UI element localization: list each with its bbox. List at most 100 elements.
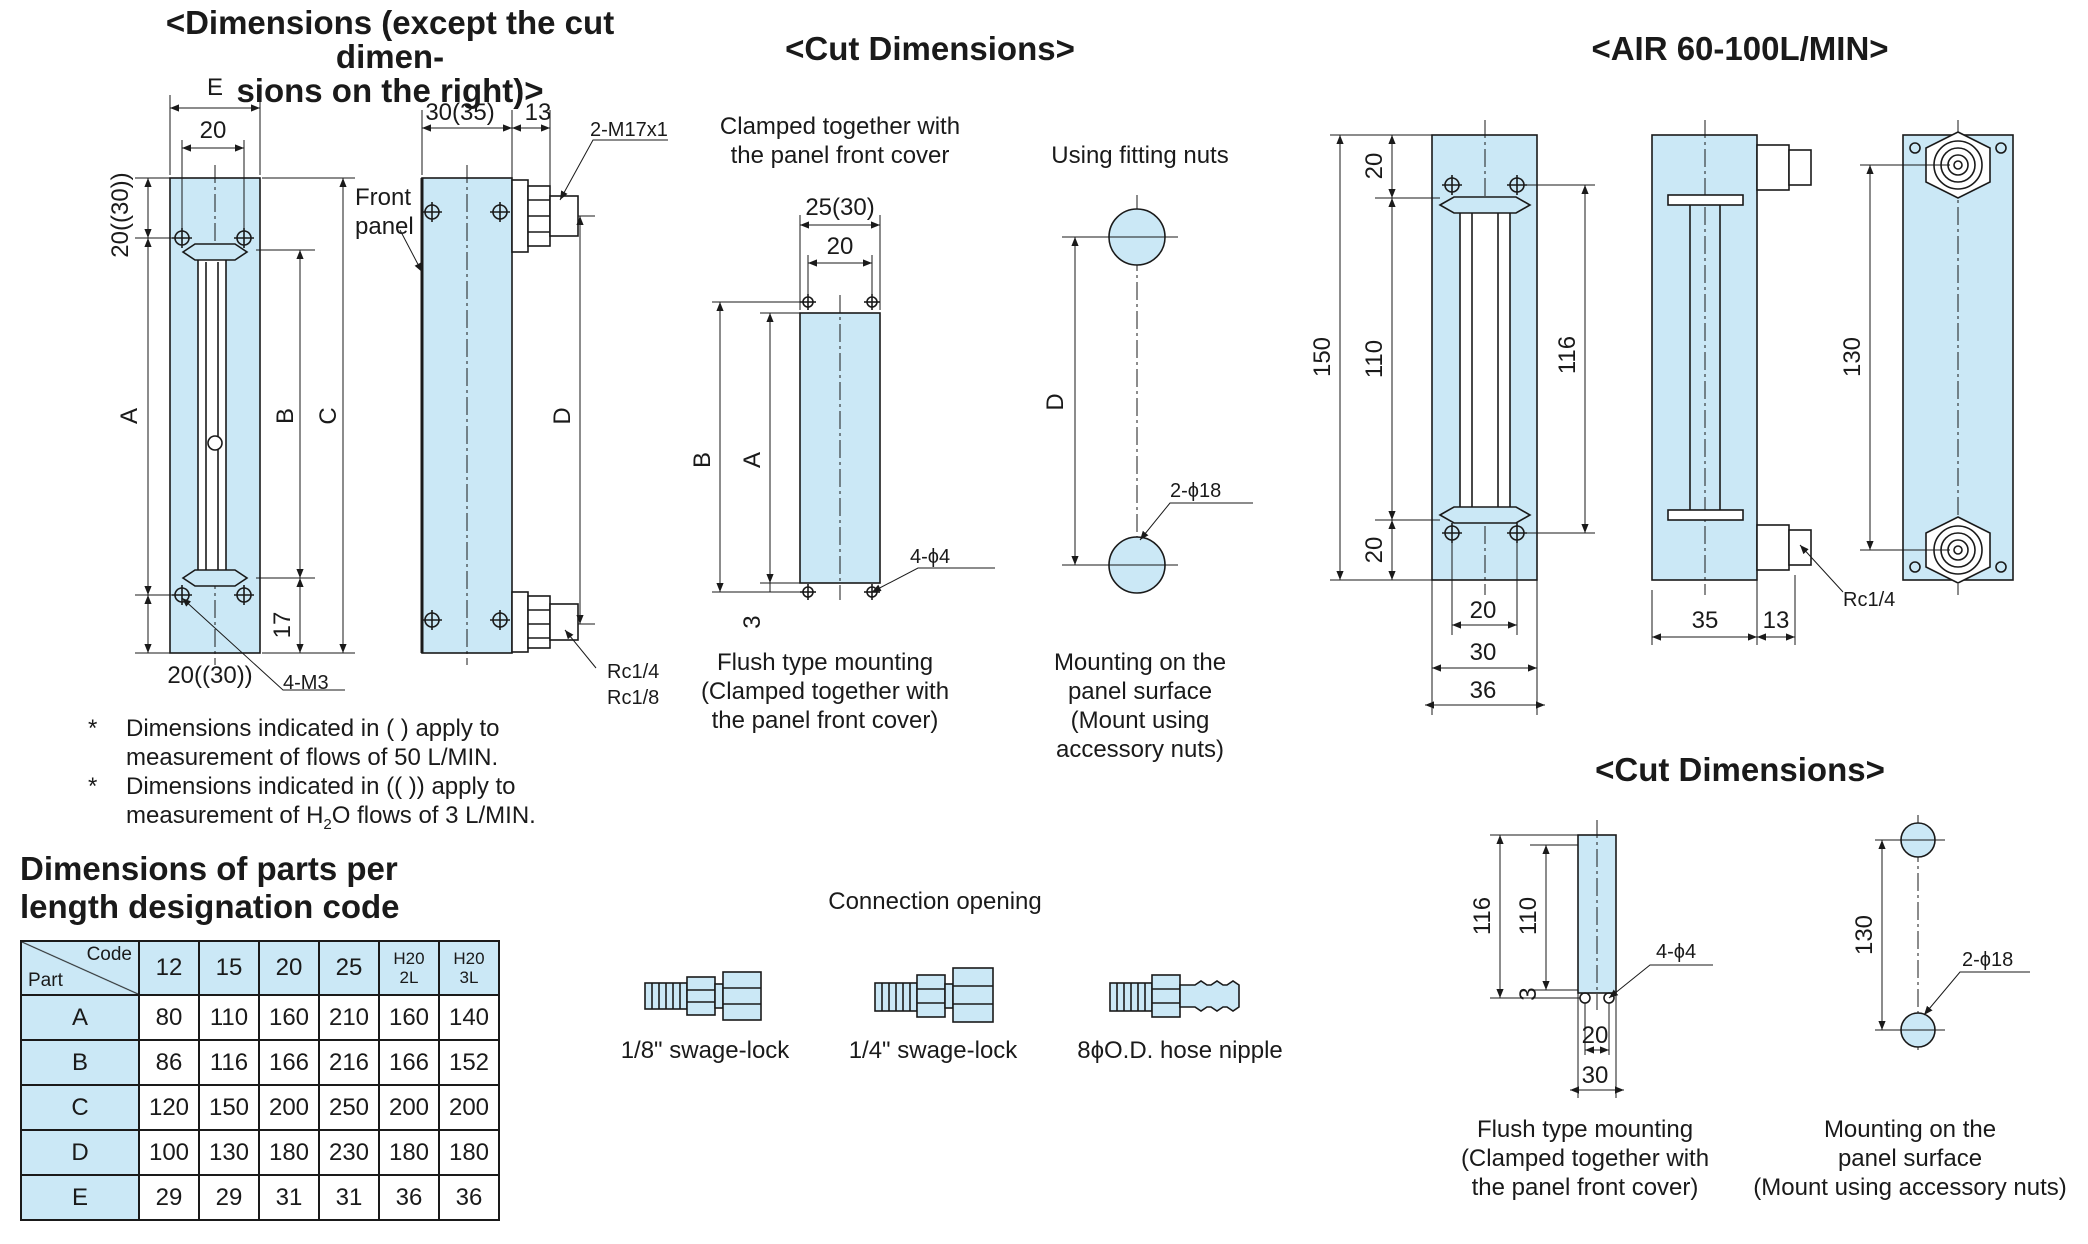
right-cut-label-116: 116 bbox=[1469, 897, 1496, 935]
front-panel-label-1: Front bbox=[355, 184, 411, 211]
caption-flush-mounting: Flush type mounting (Clamped together wi… bbox=[700, 649, 950, 734]
air-dim-label-20-width: 20 bbox=[1470, 597, 1497, 624]
table-cell: 166 bbox=[378, 1039, 440, 1086]
front-panel-label-2: panel bbox=[355, 213, 414, 240]
dim-label-17: 17 bbox=[269, 612, 296, 639]
table-row: A 80 110 160 210 160 140 bbox=[20, 994, 500, 1041]
table-cell: 200 bbox=[378, 1084, 440, 1131]
cut-dimensions-right-title: <Cut Dimensions> bbox=[1595, 751, 1885, 788]
table-cell: 230 bbox=[318, 1129, 380, 1176]
table-cell: 180 bbox=[258, 1129, 320, 1176]
air-dim-label-rc14: Rc1/4 bbox=[1843, 589, 1895, 611]
dim-label-b: B bbox=[272, 408, 299, 424]
right-cut-label-2-phi18: 2-ϕ18 bbox=[1962, 949, 2013, 971]
air-dim-label-35: 35 bbox=[1692, 607, 1719, 634]
table-cell: 166 bbox=[258, 1039, 320, 1086]
table-cell: 150 bbox=[198, 1084, 260, 1131]
air-dim-label-110: 110 bbox=[1361, 340, 1388, 378]
table-row-header: D bbox=[20, 1129, 140, 1176]
table-cell: 31 bbox=[258, 1174, 320, 1221]
dim-label-30-35: 30(35) bbox=[425, 99, 494, 126]
swage-lock-18-fitting bbox=[644, 971, 762, 1021]
air-dim-label-116: 116 bbox=[1554, 336, 1581, 374]
caption-swage-18: 1/8" swage-lock bbox=[620, 1037, 790, 1064]
right-cut-label-110: 110 bbox=[1515, 897, 1542, 935]
table-header-cell: 12 bbox=[138, 940, 200, 996]
cut-dim-label-b: B bbox=[689, 452, 716, 468]
caption-surface-mounting: Mounting on the panel surface (Mount usi… bbox=[1053, 649, 1227, 763]
caption-swage-14: 1/4" swage-lock bbox=[848, 1037, 1018, 1064]
dim-label-4-m3: 4-M3 bbox=[283, 672, 329, 694]
table-row-header: B bbox=[20, 1039, 140, 1086]
dim-label-13: 13 bbox=[525, 99, 552, 126]
table-cell: 110 bbox=[198, 994, 260, 1041]
cut-dimensions-title: <Cut Dimensions> bbox=[785, 30, 1075, 67]
caption-flush-mounting-right: Flush type mounting (Clamped together wi… bbox=[1460, 1116, 1710, 1201]
table-cell: 160 bbox=[378, 994, 440, 1041]
cut-dim-label-d: D bbox=[1042, 393, 1069, 410]
right-cut-label-130: 130 bbox=[1851, 915, 1878, 955]
table-cell: 130 bbox=[198, 1129, 260, 1176]
table-cell: 31 bbox=[318, 1174, 380, 1221]
parts-table-heading: Dimensions of parts per length designati… bbox=[20, 850, 400, 925]
table-cell: 36 bbox=[438, 1174, 500, 1221]
table-header-cell: 20 bbox=[258, 940, 320, 996]
note-1: Dimensions indicated in ( ) apply to mea… bbox=[126, 715, 500, 771]
table-row: D 100 130 180 230 180 180 bbox=[20, 1129, 500, 1176]
table-cell: 140 bbox=[438, 994, 500, 1041]
cut-dim-label-4-phi4: 4-ϕ4 bbox=[910, 546, 950, 568]
dim-label-e: E bbox=[207, 74, 223, 101]
table-cell: 29 bbox=[138, 1174, 200, 1221]
table-row: E 29 29 31 31 36 36 bbox=[20, 1174, 500, 1221]
caption-clamped: Clamped together with the panel front co… bbox=[719, 113, 961, 169]
caption-fitting-nuts: Using fitting nuts bbox=[1051, 142, 1229, 169]
dimensions-title: <Dimensions (except the cut dimen- sions… bbox=[165, 4, 615, 109]
table-corner-cell: Code Part bbox=[20, 940, 140, 996]
table-cell: 160 bbox=[258, 994, 320, 1041]
table-cell: 180 bbox=[378, 1129, 440, 1176]
table-cell: 210 bbox=[318, 994, 380, 1041]
table-row-header: A bbox=[20, 994, 140, 1041]
dim-label-d: D bbox=[549, 407, 576, 424]
caption-hose-nipple: 8ϕO.D. hose nipple bbox=[1077, 1037, 1283, 1064]
table-cell: 200 bbox=[438, 1084, 500, 1131]
dim-label-rc14: Rc1/4 bbox=[607, 661, 659, 683]
note-2: Dimensions indicated in (( )) apply to m… bbox=[126, 773, 536, 833]
caption-surface-mounting-right: Mounting on the panel surface (Mount usi… bbox=[1753, 1116, 2067, 1201]
air-title: <AIR 60-100L/MIN> bbox=[1591, 30, 1889, 67]
dim-label-20-30-top: 20((30)) bbox=[107, 172, 134, 257]
table-cell: 180 bbox=[438, 1129, 500, 1176]
right-cut-label-3: 3 bbox=[1515, 987, 1542, 1000]
dim-label-2-m17x1: 2-M17x1 bbox=[590, 119, 668, 141]
table-cell: 100 bbox=[138, 1129, 200, 1176]
table-cell: 152 bbox=[438, 1039, 500, 1086]
table-cell: 116 bbox=[198, 1039, 260, 1086]
cut-dim-label-20: 20 bbox=[827, 233, 854, 260]
air-dim-label-150: 150 bbox=[1309, 337, 1336, 377]
air-dim-label-130: 130 bbox=[1839, 337, 1866, 377]
right-cut-label-30: 30 bbox=[1582, 1062, 1609, 1089]
dim-label-20-30-bottom: 20((30)) bbox=[167, 662, 252, 689]
cut-dim-label-3: 3 bbox=[739, 615, 766, 628]
table-cell: 80 bbox=[138, 994, 200, 1041]
table-header-cell: 25 bbox=[318, 940, 380, 996]
note-star-1: * bbox=[88, 715, 98, 742]
air-dim-label-20-top: 20 bbox=[1361, 153, 1388, 180]
air-dim-label-36: 36 bbox=[1470, 677, 1497, 704]
table-row: B 86 116 166 216 166 152 bbox=[20, 1039, 500, 1086]
table-cell: 120 bbox=[138, 1084, 200, 1131]
caption-connection-opening: Connection opening bbox=[828, 888, 1042, 915]
dim-label-a: A bbox=[116, 408, 143, 424]
swage-lock-14-fitting bbox=[874, 967, 994, 1023]
hose-nipple-fitting bbox=[1109, 974, 1240, 1018]
right-cut-label-20: 20 bbox=[1582, 1022, 1609, 1049]
table-cell: 86 bbox=[138, 1039, 200, 1086]
right-cut-label-4-phi4: 4-ϕ4 bbox=[1656, 941, 1696, 963]
table-cell: 29 bbox=[198, 1174, 260, 1221]
dim-label-rc18: Rc1/8 bbox=[607, 687, 659, 709]
table-row-header: C bbox=[20, 1084, 140, 1131]
